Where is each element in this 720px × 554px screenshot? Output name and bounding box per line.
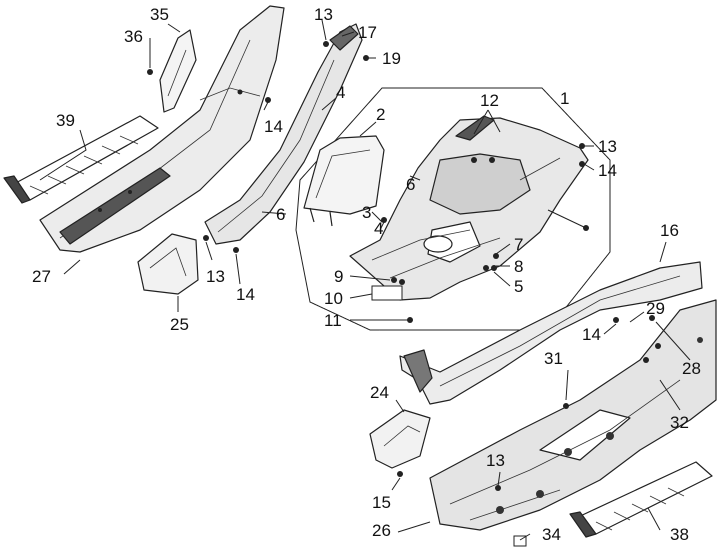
- part-1-main-body: [349, 115, 589, 301]
- callout-4-top: 4: [336, 83, 345, 102]
- callout-15: 15: [372, 493, 391, 512]
- callout-24: 24: [370, 383, 389, 402]
- callout-35: 35: [150, 5, 169, 24]
- callout-27: 27: [32, 267, 51, 286]
- group-outline-part-1: [295, 87, 611, 331]
- callout-13-left: 13: [206, 267, 225, 286]
- callout-labels: 35 36 39 13 17 19 4 14 6 13 14 27 25 2 3…: [32, 5, 701, 544]
- callout-25: 25: [170, 315, 189, 334]
- callout-17: 17: [358, 23, 377, 42]
- callout-29: 29: [646, 299, 665, 318]
- callout-38: 38: [670, 525, 689, 544]
- callout-1: 1: [560, 89, 569, 108]
- callout-13-right: 13: [598, 137, 617, 156]
- callout-11: 11: [324, 311, 342, 330]
- part-35-side-panel: [159, 29, 197, 113]
- callout-13-lower: 13: [486, 451, 505, 470]
- callout-39: 39: [56, 111, 75, 130]
- callout-14-lower: 14: [582, 325, 601, 344]
- part-38-floor-mat-right: [569, 461, 713, 538]
- callout-5: 5: [514, 277, 523, 296]
- callout-28: 28: [682, 359, 701, 378]
- callout-6-mid: 6: [406, 175, 415, 194]
- callout-9: 9: [334, 267, 343, 286]
- callout-4-mid: 4: [374, 219, 383, 238]
- callout-16: 16: [660, 221, 679, 240]
- callout-14-bottom: 14: [236, 285, 255, 304]
- callout-10: 10: [324, 289, 343, 308]
- leader-lines: [39, 19, 691, 541]
- callout-36: 36: [124, 27, 143, 46]
- callout-13-top: 13: [314, 5, 333, 24]
- part-27-floor-side-cover-left: [39, 5, 285, 253]
- hardware-screws: [147, 41, 661, 547]
- part-16-upper-side-cover-right: [399, 261, 703, 405]
- callout-34: 34: [542, 525, 561, 544]
- part-25-small-tray: [137, 233, 199, 295]
- part-2-seat-pad: [303, 135, 385, 227]
- callout-12: 12: [480, 91, 499, 110]
- callout-19: 19: [382, 49, 401, 68]
- callout-14-left: 14: [264, 117, 283, 136]
- part-24-small-tray: [369, 409, 431, 469]
- callout-31: 31: [544, 349, 563, 368]
- part-39-floor-mat-left: [3, 115, 159, 204]
- callout-6-left: 6: [276, 205, 285, 224]
- callout-32: 32: [670, 413, 689, 432]
- callout-7: 7: [514, 235, 523, 254]
- callout-14-right: 14: [598, 161, 617, 180]
- callout-2: 2: [376, 105, 385, 124]
- callout-3: 3: [362, 203, 371, 222]
- callout-26: 26: [372, 521, 391, 540]
- part-17-center-tunnel-cover: [204, 23, 363, 245]
- callout-8: 8: [514, 257, 523, 276]
